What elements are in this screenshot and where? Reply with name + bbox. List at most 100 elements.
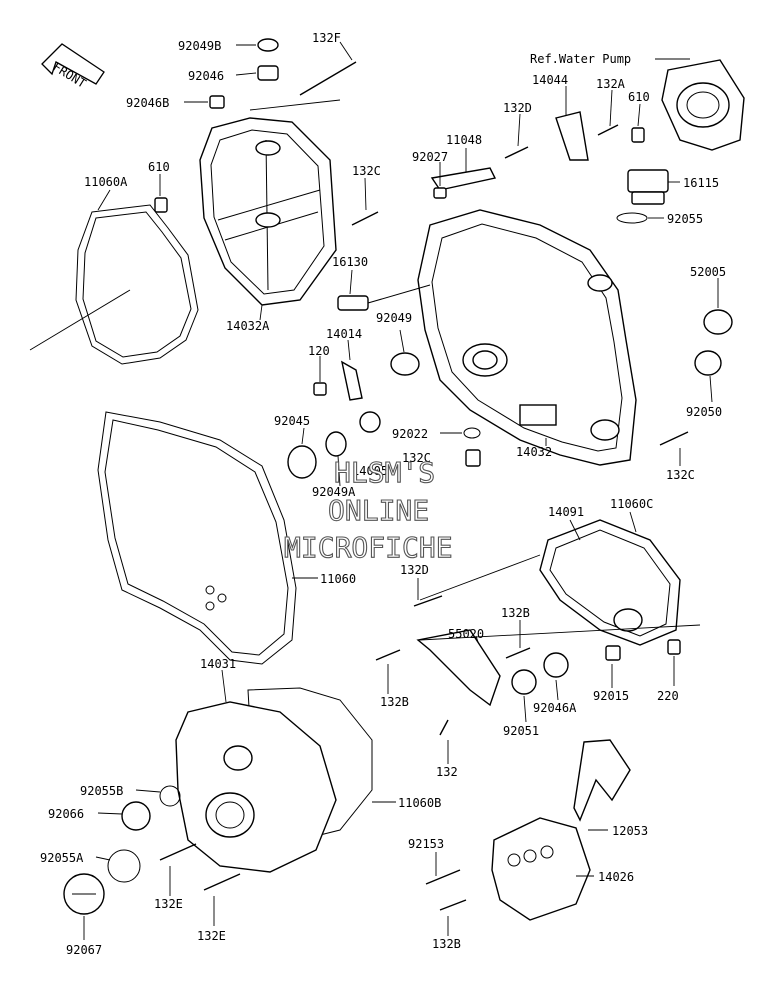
label-132d-lower: 132D	[400, 563, 429, 577]
watermark-line-1: HLSM'S	[334, 456, 435, 489]
o-ring-92055a	[107, 849, 141, 883]
cover-11060c	[539, 519, 681, 646]
label-92046: 92046	[188, 69, 224, 83]
label-12053: 12053	[612, 824, 648, 838]
label-132: 132	[436, 765, 458, 779]
seal-92049a	[325, 431, 347, 457]
label-132c-lower: 132C	[666, 468, 695, 482]
pin-610-left	[154, 197, 168, 213]
label-92051: 92051	[503, 724, 539, 738]
label-11060b: 11060B	[398, 796, 441, 810]
bolt-220	[667, 639, 681, 655]
cap-92066	[121, 801, 151, 831]
shaft-16130	[337, 284, 431, 311]
label-14091: 14091	[548, 505, 584, 519]
label-92022: 92022	[392, 427, 428, 441]
label-92050: 92050	[686, 405, 722, 419]
bolt-120	[313, 382, 327, 396]
guard-14026	[491, 817, 591, 921]
label-92049b: 92049B	[178, 39, 221, 53]
label-14014: 14014	[326, 327, 362, 341]
label-610-right: 610	[628, 90, 650, 104]
bolt-132b-mid	[505, 647, 531, 659]
nut-92015	[605, 645, 621, 661]
label-132e-lower: 132E	[197, 929, 226, 943]
label-92046b: 92046B	[126, 96, 169, 110]
label-55020: 55020	[448, 627, 484, 641]
bolt-132f	[299, 61, 357, 96]
bush-92046	[257, 65, 279, 81]
label-92153: 92153	[408, 837, 444, 851]
bush-92046b	[209, 95, 225, 109]
bush-92046a	[543, 652, 569, 678]
bolt-132c-mid	[465, 449, 481, 467]
label-52005: 52005	[690, 265, 726, 279]
label-132f: 132F	[312, 31, 341, 45]
bolt-132a	[597, 124, 619, 136]
label-132c-upper: 132C	[352, 164, 381, 178]
label-132b-left: 132B	[380, 695, 409, 709]
lever-14044	[555, 111, 589, 161]
bolt-92153	[425, 869, 461, 885]
inner-cover-14032a	[199, 117, 337, 306]
bolt-132d-lower	[413, 595, 443, 607]
bracket-55020	[416, 629, 501, 707]
clutch-cover-14032	[417, 209, 637, 466]
label-16130: 16130	[332, 255, 368, 269]
washer-92022	[463, 427, 481, 439]
bolt-132b-left	[375, 649, 401, 661]
gasket-11060a	[75, 204, 199, 365]
bolt-132	[439, 719, 449, 736]
o-ring-92055b	[159, 785, 181, 807]
o-ring-92055	[616, 212, 648, 224]
label-132d-upper: 132D	[503, 101, 532, 115]
bolt-132d-upper	[504, 146, 529, 159]
label-14032a: 14032A	[226, 319, 270, 333]
label-14044: 14044	[532, 73, 568, 87]
watermark-line-2: ONLINE	[328, 494, 429, 527]
label-92049: 92049	[376, 311, 412, 325]
watermark: HLSM'S ONLINE MICROFICHE	[283, 455, 453, 564]
lever-14014	[340, 360, 363, 401]
label-92015: 92015	[593, 689, 629, 703]
pin-610-right	[631, 127, 645, 143]
washer-92027	[433, 187, 447, 199]
label-92066: 92066	[48, 807, 84, 821]
label-92055b: 92055B	[80, 784, 123, 798]
bolt-132e-upper	[159, 843, 197, 861]
label-14005: 14005	[352, 464, 388, 478]
cap-92067	[63, 873, 105, 915]
bolt-132e-lower	[203, 873, 241, 891]
label-610-left: 610	[148, 160, 170, 174]
label-11060c: 11060C	[610, 497, 653, 511]
label-14032: 14032	[516, 445, 552, 459]
bolt-132c-lower	[659, 431, 689, 446]
label-11060: 11060	[320, 572, 356, 586]
front-arrow-icon: FRONT	[41, 43, 105, 91]
label-132a: 132A	[596, 77, 626, 91]
plate-11048	[430, 167, 497, 191]
label-92045: 92045	[274, 414, 310, 428]
leader-lines	[29, 41, 719, 940]
plate-12053	[573, 739, 631, 822]
outer-cover-14031	[175, 701, 337, 873]
ref-water-pump-note: Ref.Water Pump	[530, 52, 631, 66]
label-220: 220	[657, 689, 679, 703]
label-14026: 14026	[598, 870, 634, 884]
label-132c-mid: 132C	[402, 451, 431, 465]
label-14031: 14031	[200, 657, 236, 671]
seal-52005	[703, 309, 733, 335]
cap-14005	[359, 411, 381, 433]
label-92055a: 92055A	[40, 851, 84, 865]
cap-16115	[627, 169, 669, 205]
bolt-132b-lower	[439, 899, 467, 911]
label-16115: 16115	[683, 176, 719, 190]
label-92027: 92027	[412, 150, 448, 164]
washer-92049b	[257, 38, 279, 52]
label-92067: 92067	[66, 943, 102, 957]
label-11060a: 11060A	[84, 175, 128, 189]
watermark-line-3: MICROFICHE	[284, 531, 453, 564]
seal-92051	[511, 669, 537, 695]
part-labels: 92049B 132F 92046 92046B 610 11060A 1403…	[40, 31, 726, 957]
